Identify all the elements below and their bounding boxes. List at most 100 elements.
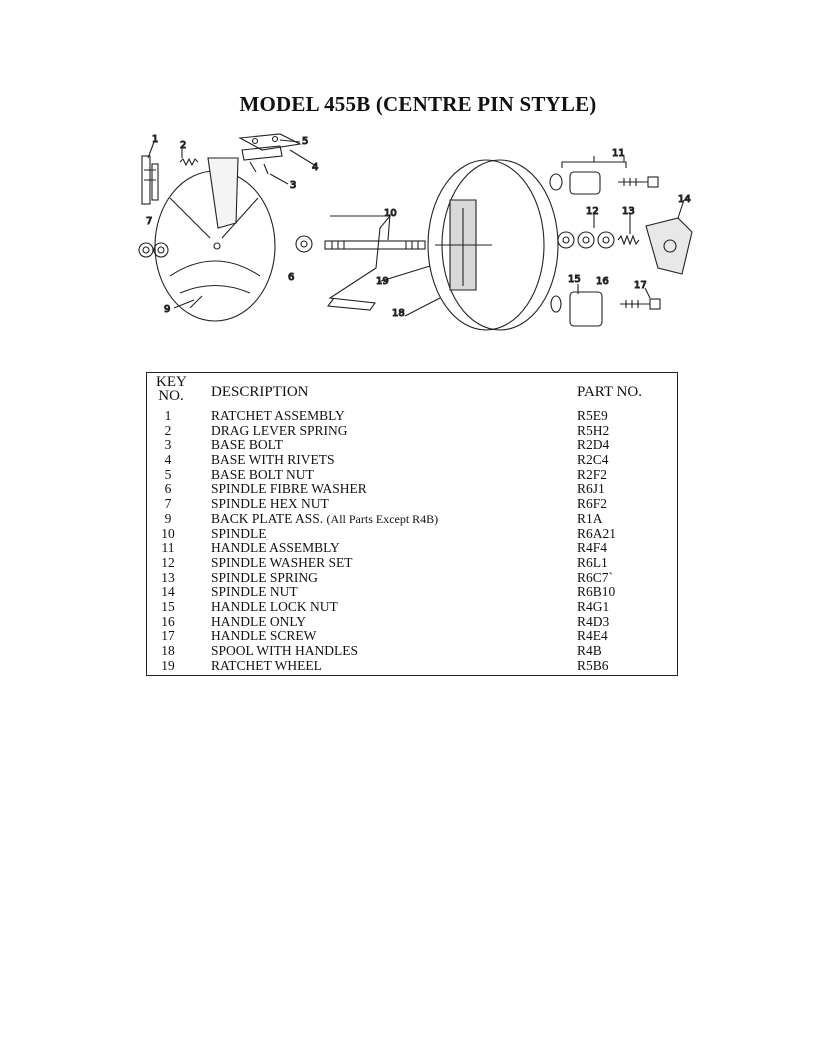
description-text: DRAG LEVER SPRING [211,422,348,438]
spindle-drawing [324,215,426,311]
key-no-cell: 1 [164,408,172,423]
part-no-cell: R1A [577,510,603,526]
description-header: DESCRIPTION [211,384,309,400]
base-parts-drawing [238,133,302,175]
parts-table-header: KEY NO. DESCRIPTION PART NO. [147,375,677,409]
callout-13: 13 [622,206,635,217]
key-no-header: KEY NO. [156,375,187,404]
table-row: 14 SPINDLE NUT R6B10 [147,584,677,600]
description-cell: HANDLE SCREW [211,628,316,644]
callout-7: 7 [146,216,152,227]
key-no-cell: 10 [161,525,175,541]
table-row: 10 SPINDLE R6A21 [147,525,677,542]
callout-9: 9 [164,304,170,315]
key-no-cell: 18 [161,643,175,658]
key-no-cell: 17 [161,628,175,644]
description-text: SPINDLE [211,525,267,541]
part-no-cell: R6L1 [577,554,608,570]
table-row: 7 SPINDLE HEX NUT R6F2 [147,496,677,512]
part-no-cell: R4G1 [577,598,610,614]
page-title: MODEL 455B (CENTRE PIN STYLE) [239,92,597,116]
description-text: BACK PLATE ASS. [211,510,324,526]
part-no-cell: R4B [577,643,602,658]
description-cell: SPINDLE WASHER SET [211,554,353,571]
description-text: SPOOL WITH HANDLES [211,643,358,658]
callout-6: 6 [288,272,294,283]
hex-nut-washer-left [138,242,169,258]
description-text: HANDLE ASSEMBLY [211,540,340,556]
key-no-cell: 19 [161,657,175,673]
description-cell: SPINDLE [211,525,267,542]
table-row: 18 SPOOL WITH HANDLES R4B [147,643,677,659]
key-header-line2: NO. [158,388,184,404]
description-text: RATCHET ASSEMBLY [211,408,345,423]
drag-lever-spring-drawing [179,157,199,167]
description-cell: HANDLE ONLY [211,613,307,630]
key-no-cell: 7 [164,496,172,512]
part-no-cell: R6J1 [577,481,605,497]
key-no-cell: 15 [161,598,175,614]
callout-2: 2 [180,140,186,151]
description-cell: SPINDLE NUT [211,584,298,600]
table-row: 13 SPINDLE SPRING R6C7` [147,569,677,586]
callout-18: 18 [392,308,405,319]
callout-17: 17 [634,280,647,291]
description-cell: SPINDLE FIBRE WASHER [211,482,367,497]
key-no-cell: 14 [161,584,175,600]
key-no-cell: 13 [161,569,175,585]
part-no-cell: R6A21 [577,525,617,541]
description-text: RATCHET WHEEL [211,657,322,673]
part-no-cell: R4D3 [577,613,610,629]
part-no-cell: R6F2 [577,496,608,512]
part-no-cell: R5E9 [577,408,608,423]
description-cell: SPOOL WITH HANDLES [211,643,358,659]
table-row: 16 HANDLE ONLY R4D3 [147,613,677,630]
description-text: BASE BOLT NUT [211,466,314,482]
description-text: SPINDLE SPRING [211,569,318,585]
key-no-cell: 3 [164,437,172,453]
key-no-cell: 11 [161,540,175,556]
key-no-cell: 16 [161,613,175,629]
description-text: SPINDLE WASHER SET [211,554,353,570]
table-row: 4 BASE WITH RIVETS R2C4 [147,452,677,468]
callout-10: 10 [384,208,397,219]
description-text: SPINDLE NUT [211,584,298,600]
table-row: 15 HANDLE LOCK NUT R4G1 [147,598,677,615]
callout-15: 15 [568,274,581,285]
description-cell: BASE WITH RIVETS [211,452,335,468]
part-no-cell: R6B10 [577,584,616,600]
part-no-cell: R4F4 [577,540,608,556]
spool-drawing [427,159,559,331]
callout-4: 4 [312,162,318,173]
key-no-cell: 2 [164,422,172,438]
description-text: SPINDLE HEX NUT [211,496,329,512]
description-cell: BASE BOLT NUT [211,466,314,483]
exploded-parts-diagram: 1 2 3 4 5 6 7 9 10 11 12 13 14 15 16 17 … [130,128,700,356]
parts-table-body: 1 RATCHET ASSEMBLY R5E9 2 DRAG LEVER SPRING R… [147,408,677,674]
part-no-header: PART NO. [577,384,642,400]
key-no-cell: 5 [164,466,172,482]
table-row: 1 RATCHET ASSEMBLY R5E9 [147,408,677,424]
description-cell: BASE BOLT [211,438,283,453]
part-no-cell: R6C7` [577,569,614,585]
part-no-cell: R2C4 [577,452,609,468]
handle-assembly-drawing [549,156,659,195]
description-cell: BACK PLATE ASS. (All Parts Except R4B) [211,510,439,527]
description-text: HANDLE ONLY [211,613,307,629]
description-note: (All Parts Except R4B) [326,511,439,526]
key-no-cell: 6 [164,481,172,497]
key-no-cell: 4 [164,452,172,468]
description-cell: HANDLE LOCK NUT [211,598,338,615]
description-cell: RATCHET ASSEMBLY [211,408,345,424]
description-cell: SPINDLE SPRING [211,569,318,586]
description-cell: RATCHET WHEEL [211,657,322,674]
callout-19: 19 [376,276,389,287]
description-text: HANDLE LOCK NUT [211,598,338,614]
part-no-cell: R4E4 [577,628,608,644]
callout-12: 12 [586,206,599,217]
